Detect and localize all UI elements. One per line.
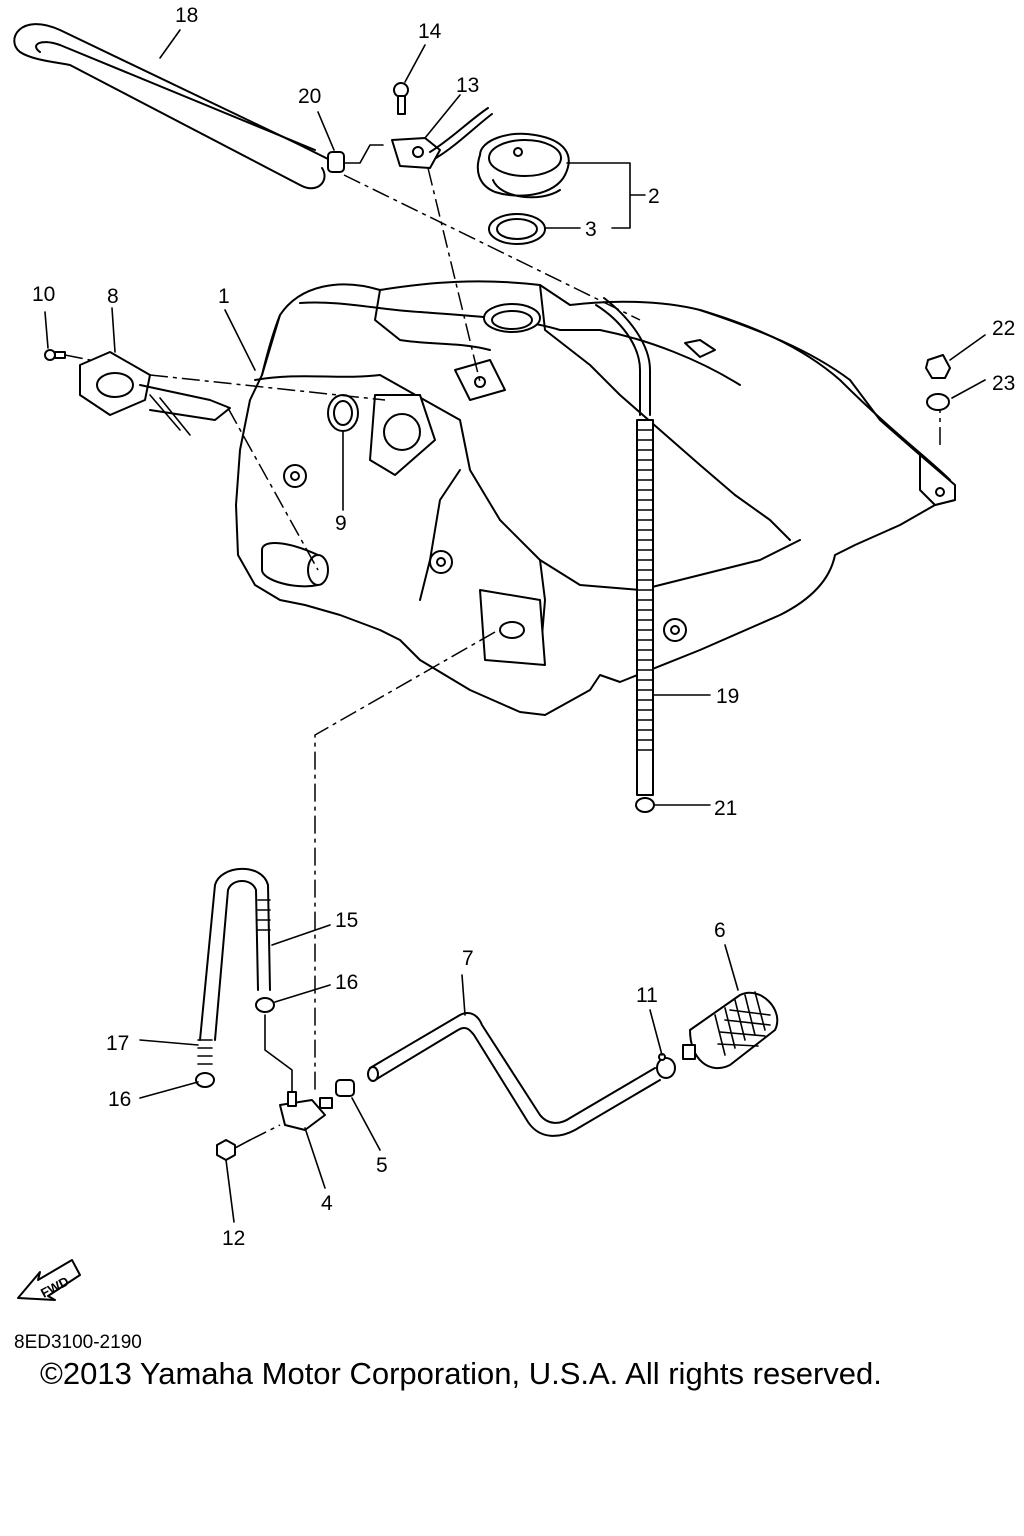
callout-15: 15 — [335, 909, 358, 932]
callout-16-upper: 16 — [335, 971, 358, 994]
callout-16-lower: 16 — [108, 1088, 131, 1111]
clamp-11 — [656, 1053, 676, 1079]
callout-3: 3 — [585, 218, 597, 241]
callout-18: 18 — [175, 4, 198, 27]
screw-14 — [393, 82, 409, 115]
breather-hose-18 — [13, 23, 331, 190]
callout-10: 10 — [32, 283, 55, 306]
collar-5 — [335, 1079, 355, 1097]
callout-4: 4 — [321, 1192, 333, 1215]
callout-9: 9 — [335, 512, 347, 535]
fuel-cock-4 — [279, 1091, 333, 1131]
nut-22 — [925, 354, 951, 379]
callout-21: 21 — [714, 797, 737, 820]
clamp-16-upper — [255, 997, 275, 1013]
washer-23 — [926, 393, 950, 411]
callout-20: 20 — [298, 85, 321, 108]
sender-unit-8 — [79, 351, 231, 436]
callout-22: 22 — [992, 317, 1015, 340]
clamp-20 — [327, 151, 345, 173]
drain-hose-19 — [595, 297, 654, 796]
callout-1: 1 — [218, 285, 230, 308]
callout-13: 13 — [456, 74, 479, 97]
callout-8: 8 — [107, 285, 119, 308]
bolt-12 — [216, 1124, 281, 1161]
hose-15 — [199, 867, 271, 1041]
callout-14: 14 — [418, 20, 442, 43]
bolt-10 — [44, 349, 66, 361]
callout-5: 5 — [376, 1154, 388, 1177]
cap-gasket-3 — [488, 213, 546, 245]
callout-12: 12 — [222, 1227, 245, 1250]
callout-17: 17 — [106, 1032, 129, 1055]
fwd-arrow-icon: FWD — [17, 1259, 81, 1301]
clip-21 — [635, 797, 655, 813]
callout-23: 23 — [992, 372, 1015, 395]
fuel-cap-2 — [476, 132, 570, 199]
document-code: 8ED3100-2190 — [14, 1332, 142, 1353]
leader-lines — [44, 29, 986, 1223]
callout-7: 7 — [462, 947, 474, 970]
vent-fitting-13 — [391, 107, 493, 169]
callout-6: 6 — [714, 919, 726, 942]
callout-19: 19 — [716, 685, 739, 708]
fuel-filter-6 — [682, 991, 779, 1070]
clamp-16-lower — [195, 1072, 215, 1088]
o-ring-9 — [327, 394, 359, 432]
hose-17 — [197, 1039, 213, 1065]
fuel-hose-7 — [367, 1012, 661, 1137]
fuel-tank-1 — [235, 280, 956, 716]
callout-2: 2 — [648, 185, 660, 208]
copyright-notice: ©2013 Yamaha Motor Corporation, U.S.A. A… — [40, 1356, 882, 1391]
callout-11: 11 — [636, 984, 658, 1007]
